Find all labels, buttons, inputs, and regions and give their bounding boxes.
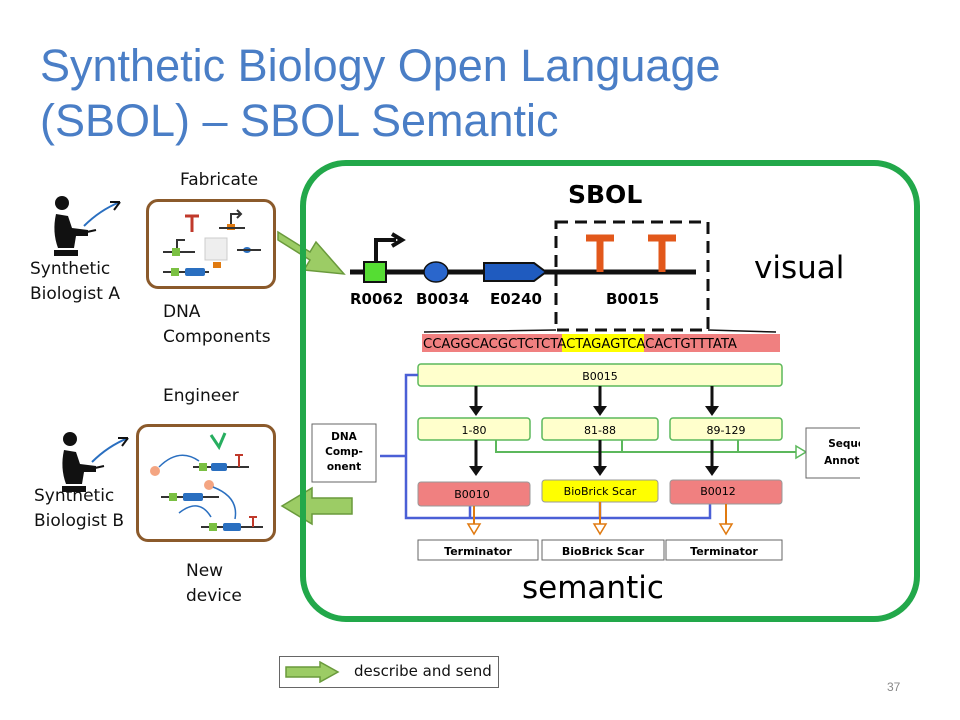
sequence-annotation-line2: Annotation: [824, 455, 860, 467]
new-device-thumbnail: [136, 424, 276, 542]
type-node: [541, 539, 665, 561]
page-number: 37: [887, 680, 901, 694]
semantic-label: semantic: [522, 570, 664, 606]
dna-component-node: [311, 423, 377, 483]
range-node: [417, 417, 531, 441]
type-node: [665, 539, 783, 561]
dna-component-line2: Comp-: [325, 446, 363, 458]
slide-title: Synthetic Biology Open Language (SBOL) –…: [40, 38, 920, 148]
sbol-frame: [300, 160, 920, 622]
part-label: R0062: [350, 290, 403, 308]
range-label: 89-129: [707, 424, 746, 437]
type-node: [417, 539, 539, 561]
biologist-a-line2: Biologist A: [30, 284, 120, 304]
part-label: B0015: [606, 290, 659, 308]
biologist-a-label: Synthetic Biologist A: [30, 257, 120, 307]
person-at-computer-icon: [54, 196, 121, 256]
part-label: B0034: [416, 290, 469, 308]
slide-title-line1: Synthetic Biology Open Language: [40, 40, 721, 91]
range-node: [669, 417, 783, 441]
terminator-icon: [648, 234, 676, 272]
fabricate-label: Fabricate: [180, 170, 259, 190]
return-arrow-icon: [280, 486, 353, 526]
sequence-text: CCAGGCACGCTCTCTACTAGAGTCACACTGTTTATA: [423, 337, 737, 352]
send-arrow-icon: [277, 230, 346, 275]
device-glyphs-icon: [150, 432, 263, 531]
rbs-icon: [423, 261, 449, 283]
b0015-node-label: B0015: [582, 370, 618, 383]
new-device-label: New device: [186, 559, 242, 609]
range-label: 1-80: [462, 424, 487, 437]
engineer-label: Engineer: [163, 386, 239, 406]
biologist-b-line2: Biologist B: [34, 511, 125, 531]
legend-box: describe and send: [279, 656, 499, 688]
biologist-b-line1: Synthetic: [34, 486, 115, 506]
selection-dashed-box: [554, 220, 710, 332]
part-label: E0240: [490, 290, 542, 308]
visual-label: visual: [754, 250, 845, 286]
dna-components-thumbnail: [146, 199, 276, 289]
dna-components-line2: Components: [163, 327, 271, 347]
sequence-annotation-line1: Sequence: [828, 438, 860, 450]
person-at-computer-icon: [62, 432, 129, 492]
dna-component-line3: onent: [327, 461, 361, 473]
type-label: Terminator: [444, 545, 512, 558]
coding-sequence-icon: [483, 262, 548, 282]
sbol-heading: SBOL: [568, 180, 643, 209]
range-label: 81-88: [584, 424, 616, 437]
subpart-label: B0012: [700, 485, 736, 498]
legend-arrow-icon: [285, 661, 340, 683]
promoter-icon: [374, 238, 396, 262]
biologist-b-label: Synthetic Biologist B: [34, 484, 124, 534]
terminator-icon: [586, 234, 614, 272]
components-glyphs-icon: [163, 209, 261, 276]
legend-label: describe and send: [354, 662, 492, 680]
biologist-a-line1: Synthetic: [30, 259, 111, 279]
sequence-annotation-node: [805, 427, 860, 479]
dna-component-line1: DNA: [331, 431, 358, 443]
green-square-icon: [363, 261, 387, 283]
subpart-label: BioBrick Scar: [564, 485, 637, 498]
subpart-label: B0010: [454, 488, 490, 501]
new-device-line1: New: [186, 561, 224, 581]
dna-components-label: DNA Components: [163, 300, 271, 350]
dna-components-line1: DNA: [163, 302, 201, 322]
new-device-line2: device: [186, 586, 242, 606]
type-label: Terminator: [690, 545, 758, 558]
type-label: BioBrick Scar: [562, 545, 645, 558]
slide-title-line2: (SBOL) – SBOL Semantic: [40, 95, 559, 146]
sbol-diagram: R0062 B0034 E0240 B0015 CCAGGCACGCTCTCTA…: [311, 220, 860, 561]
